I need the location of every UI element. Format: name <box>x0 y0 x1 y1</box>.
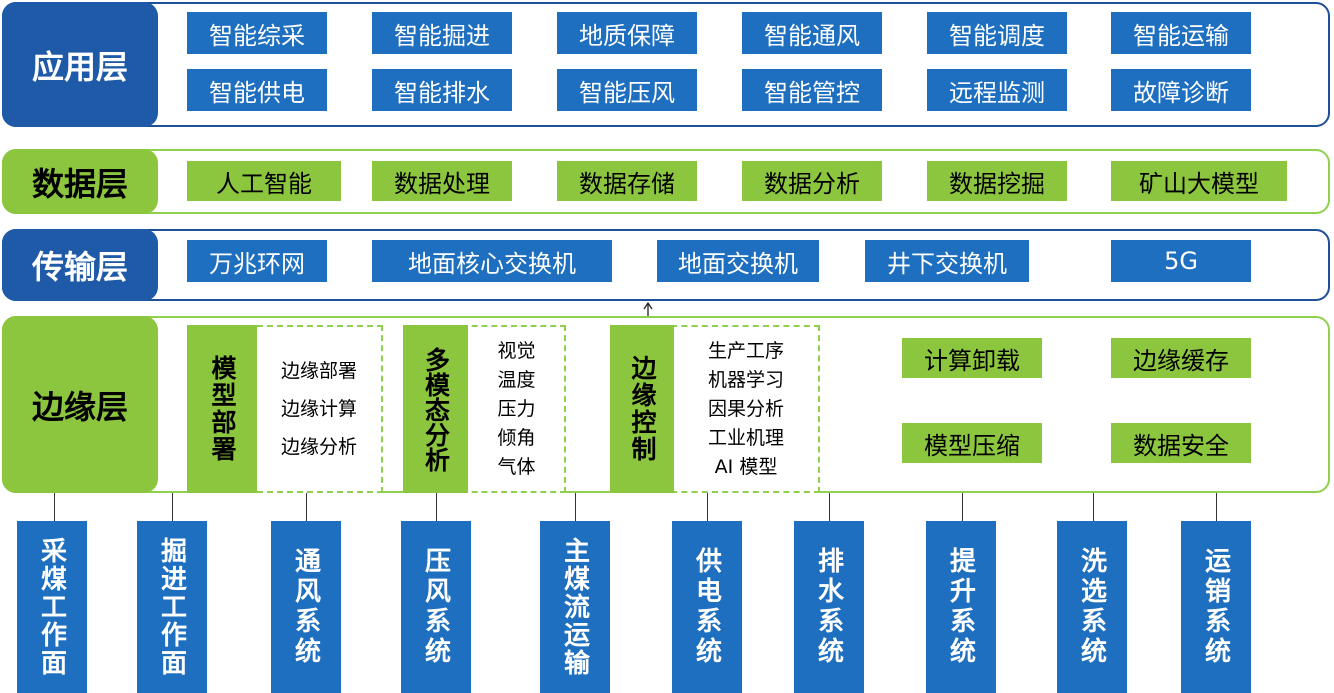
app-item-4: 智能通风 <box>742 12 882 54</box>
app-item-7: 智能供电 <box>187 69 327 111</box>
transport-item-3: 地面交换机 <box>657 240 819 282</box>
connector-line <box>54 493 55 521</box>
connector-line <box>1093 493 1094 521</box>
edge-item: AI 模型 <box>714 455 778 478</box>
multimodal-items: 视觉 温度 压力 倾角 气体 <box>468 325 565 493</box>
app-item-1: 智能综采 <box>187 12 327 54</box>
edge-control-items: 生产工序 机器学习 因果分析 工业机理 AI 模型 <box>674 325 818 493</box>
transport-item-1: 万兆环网 <box>187 240 327 282</box>
app-item-3: 地质保障 <box>557 12 697 54</box>
transport-item-5: 5G <box>1111 240 1251 282</box>
system-box: 排水系统 <box>794 521 864 693</box>
connector-line <box>306 493 307 521</box>
edge-item: 因果分析 <box>707 397 784 420</box>
system-box: 供电系统 <box>672 521 742 693</box>
edge-item: 视觉 <box>497 339 536 362</box>
multimodal-title: 多模态分析 <box>403 325 468 493</box>
edge-item: 边缘分析 <box>280 436 357 458</box>
connector-line <box>436 493 437 521</box>
application-layer-label: 应用层 <box>2 2 158 127</box>
app-item-5: 智能调度 <box>927 12 1067 54</box>
app-item-12: 故障诊断 <box>1111 69 1251 111</box>
edge-chip-2: 边缘缓存 <box>1111 338 1251 378</box>
app-item-2: 智能掘进 <box>372 12 512 54</box>
app-item-8: 智能排水 <box>372 69 512 111</box>
app-item-10: 智能管控 <box>742 69 882 111</box>
app-item-9: 智能压风 <box>557 69 697 111</box>
edge-item: 边缘计算 <box>280 398 357 420</box>
edge-chip-3: 模型压缩 <box>902 423 1042 463</box>
data-item-5: 数据挖掘 <box>927 161 1067 201</box>
data-layer-label: 数据层 <box>2 149 158 214</box>
app-item-6: 智能运输 <box>1111 12 1251 54</box>
model-deploy-title: 模型部署 <box>187 325 257 493</box>
transport-item-4: 井下交换机 <box>865 240 1029 282</box>
system-box: 洗选系统 <box>1057 521 1127 693</box>
model-deploy-items: 边缘部署 边缘计算 边缘分析 <box>257 325 381 493</box>
connector-line <box>962 493 963 521</box>
connector-line <box>172 493 173 521</box>
edge-item: 温度 <box>497 368 536 391</box>
edge-item: 压力 <box>497 397 536 420</box>
connector-line <box>575 493 576 521</box>
edge-item: 气体 <box>497 455 536 478</box>
edge-item: 机器学习 <box>707 368 784 391</box>
connector-line <box>829 493 830 521</box>
edge-item: 工业机理 <box>707 426 784 449</box>
connector-line <box>1216 493 1217 521</box>
edge-item: 倾角 <box>497 426 536 449</box>
system-box: 运销系统 <box>1181 521 1251 693</box>
edge-layer-label: 边缘层 <box>2 316 158 493</box>
app-item-11: 远程监测 <box>927 69 1067 111</box>
transport-layer-label: 传输层 <box>2 229 158 301</box>
system-box: 压风系统 <box>401 521 471 693</box>
data-item-1: 人工智能 <box>187 161 341 201</box>
connector-line <box>707 493 708 521</box>
system-box: 采煤工作面 <box>17 521 87 693</box>
system-box: 主煤流运输 <box>540 521 610 693</box>
edge-chip-1: 计算卸载 <box>902 338 1042 378</box>
system-box: 通风系统 <box>271 521 341 693</box>
system-box: 提升系统 <box>926 521 996 693</box>
data-item-4: 数据分析 <box>742 161 882 201</box>
edge-item: 边缘部署 <box>280 360 357 382</box>
data-item-3: 数据存储 <box>557 161 697 201</box>
data-item-6: 矿山大模型 <box>1111 161 1287 201</box>
transport-item-2: 地面核心交换机 <box>372 240 612 282</box>
edge-chip-4: 数据安全 <box>1111 423 1251 463</box>
edge-control-title: 边缘控制 <box>610 325 674 493</box>
system-box: 掘进工作面 <box>137 521 207 693</box>
edge-item: 生产工序 <box>707 339 784 362</box>
data-item-2: 数据处理 <box>372 161 512 201</box>
